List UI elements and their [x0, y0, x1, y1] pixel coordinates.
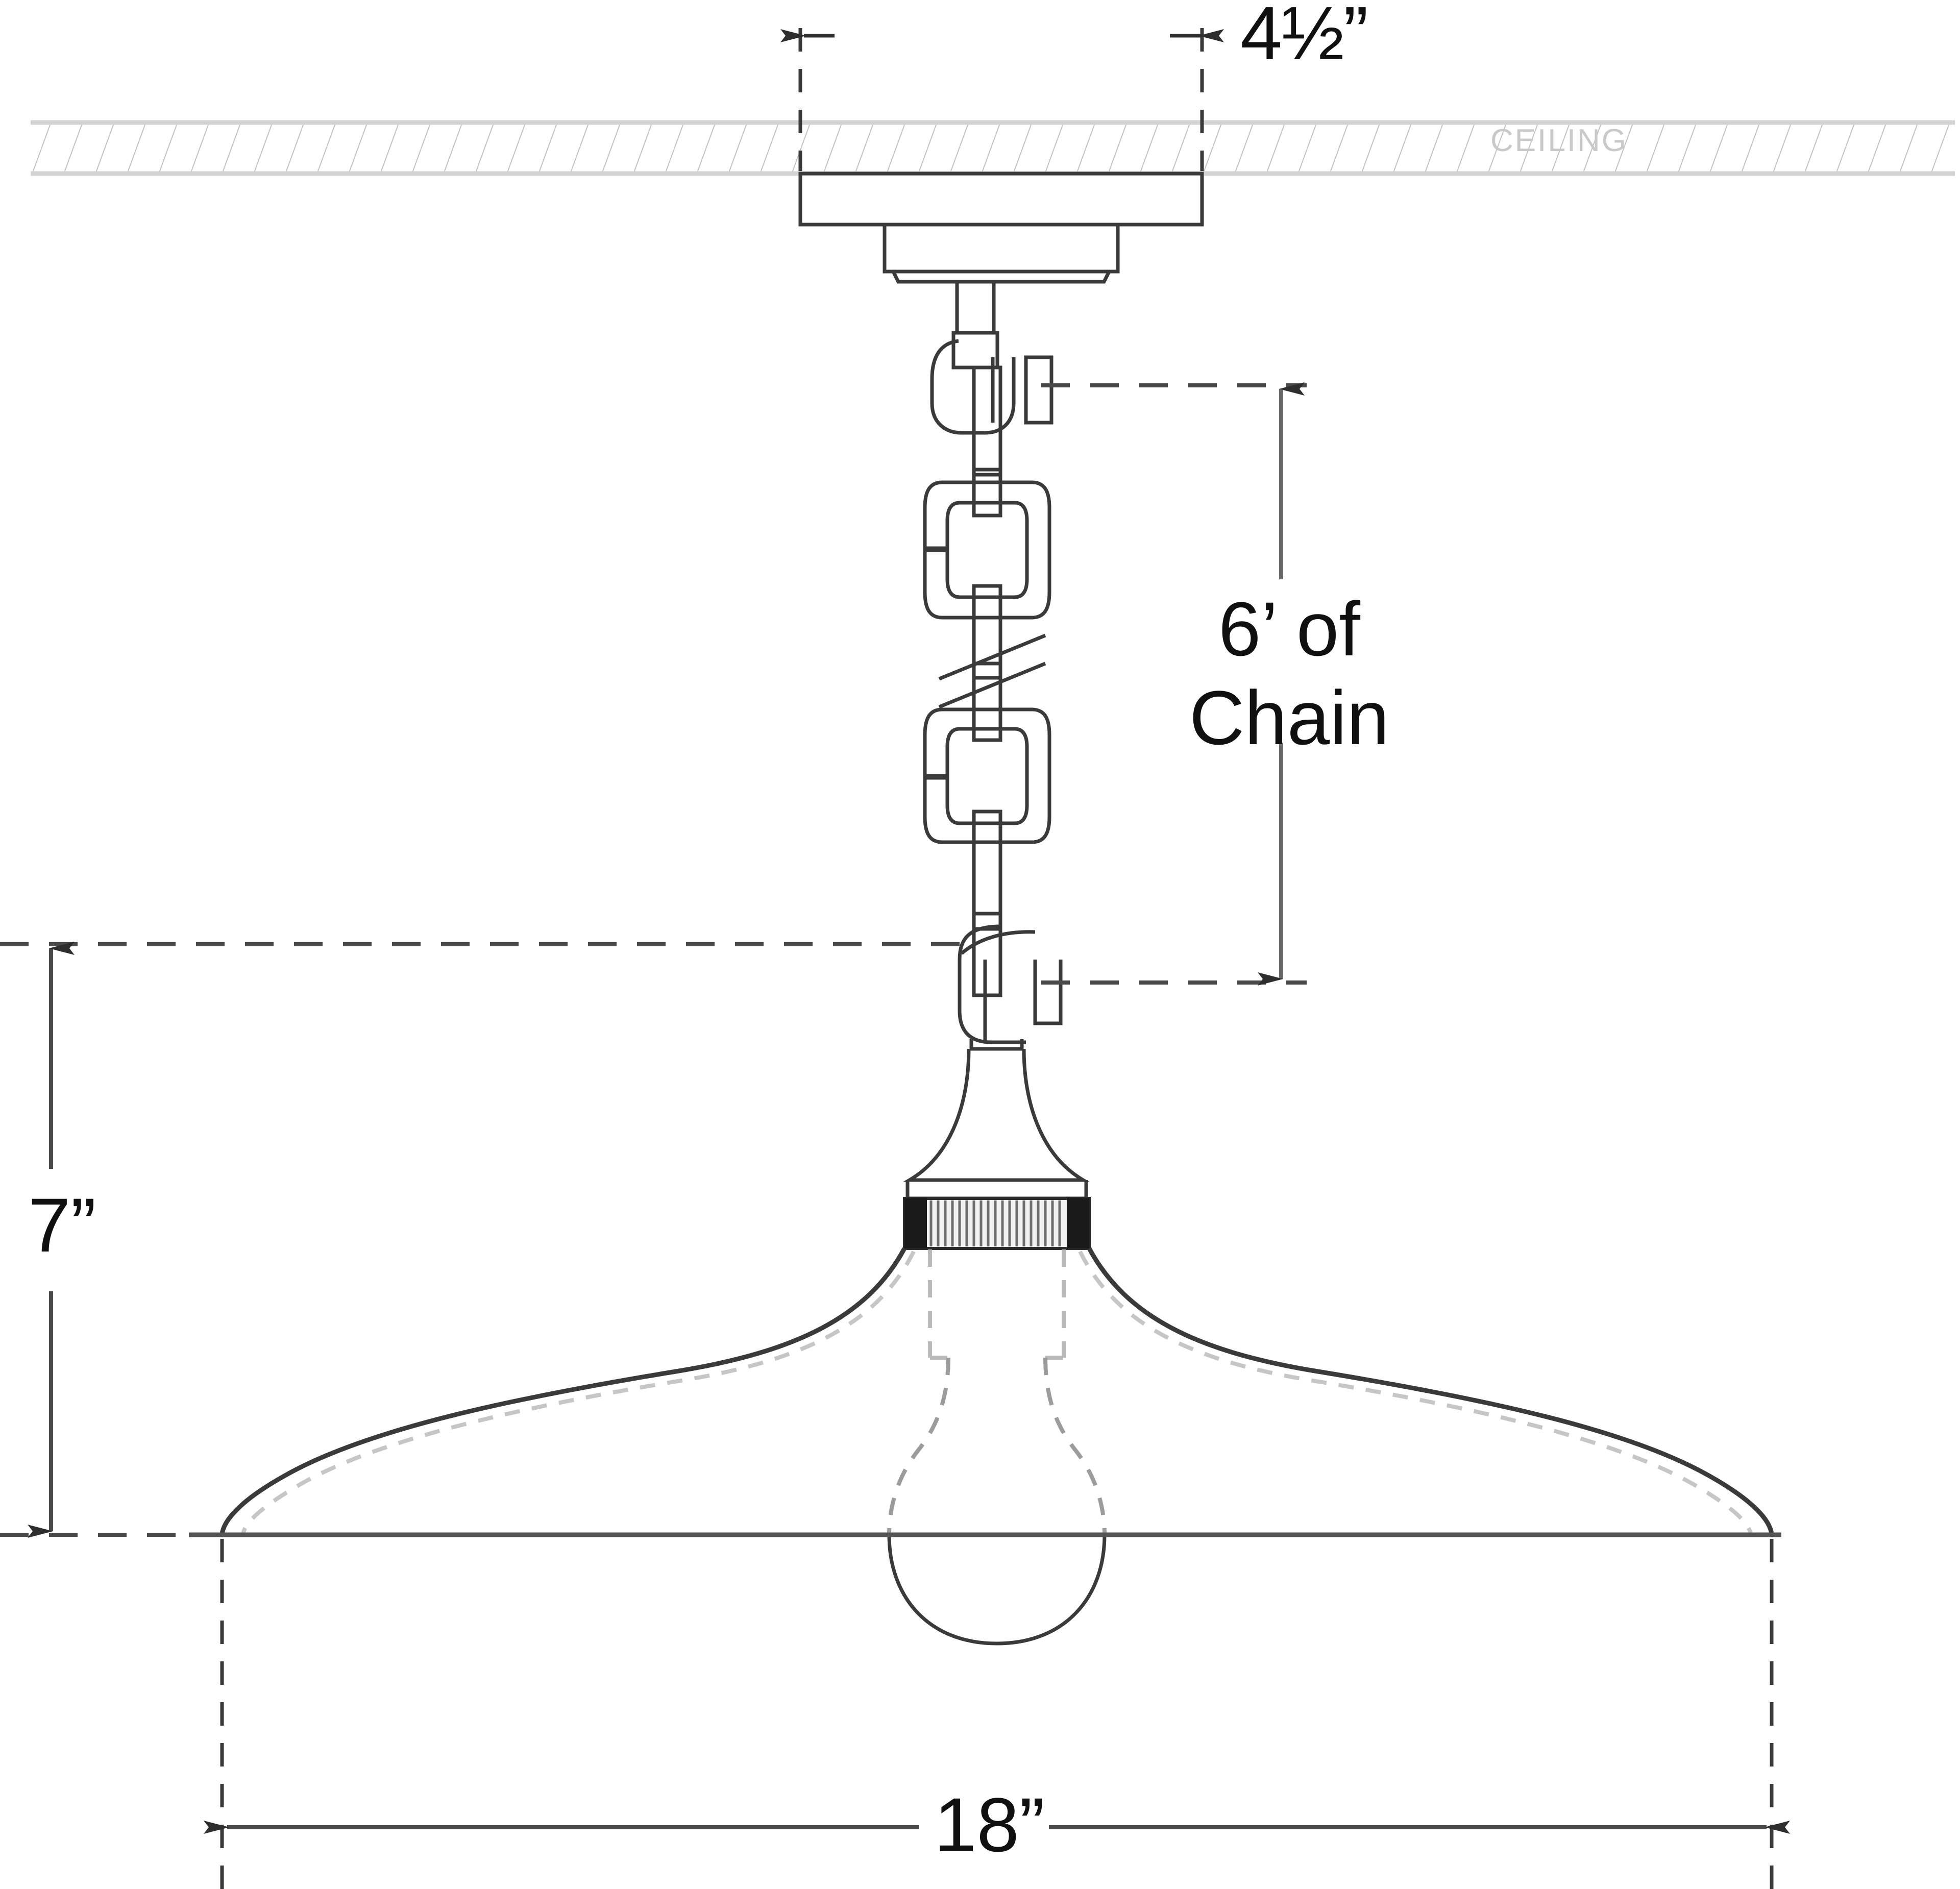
socket-cap — [969, 1039, 1024, 1051]
chain-link-3 — [923, 480, 1051, 620]
ceiling-label: CEILING — [1490, 123, 1628, 158]
knurled-collar — [903, 1197, 1091, 1250]
shade-width-label: 18” — [934, 1782, 1045, 1868]
chain-length-label: 6’ of Chain — [1189, 584, 1389, 762]
shade-width-dimension — [204, 1539, 1790, 1889]
canopy-diameter-label: 4½” — [1240, 0, 1368, 71]
collar-top-flange — [905, 1180, 1088, 1200]
chain-assembly — [923, 339, 1063, 1044]
collar-right-cap — [1067, 1198, 1089, 1248]
shade-inner-left — [241, 1250, 916, 1535]
canopy-diameter-text: 4½” — [1240, 0, 1368, 76]
bulb-neck-right-hidden — [1043, 1357, 1107, 1535]
fixture-height-label: 7” — [28, 1182, 96, 1268]
chain-bar-1 — [972, 365, 1002, 477]
shade-inner-right — [1078, 1250, 1753, 1535]
canopy-coupler — [951, 331, 999, 370]
chain-bar-6 — [972, 912, 1002, 997]
bulb-neck-left-hidden — [887, 1357, 950, 1535]
chain-length-dimension — [1041, 382, 1307, 986]
chain-length-line-1: 6’ of — [1218, 586, 1360, 672]
fixture-height-dimension — [0, 942, 970, 1538]
chain-break-symbol — [938, 633, 1046, 709]
shade-outer-left — [219, 1247, 906, 1535]
ceiling-hatch-fill — [31, 122, 1955, 174]
canopy-nipple — [955, 280, 996, 335]
chain-length-line-2: Chain — [1189, 675, 1389, 760]
shade-assembly — [189, 1247, 1781, 1537]
bulb-globe-visible — [887, 1534, 1107, 1646]
chain-link-5 — [958, 924, 1063, 1044]
chain-bar-3 — [972, 584, 1002, 680]
collar-knurl-lines — [929, 1200, 1061, 1246]
ceiling-assembly — [31, 120, 1955, 176]
chain-link-1 — [930, 339, 1016, 435]
canopy-diameter-dimension — [780, 28, 1224, 171]
chain-bar-2 — [972, 468, 1002, 518]
chain-bar-5 — [972, 809, 1002, 931]
socket-assembly — [903, 1039, 1090, 1200]
chain-link-4 — [923, 707, 1051, 844]
canopy-assembly — [798, 171, 1204, 370]
socket-neck-bell — [903, 1048, 1090, 1182]
canopy-block — [883, 223, 1120, 274]
canopy-lip — [891, 271, 1111, 284]
canopy-plate — [798, 171, 1204, 227]
collar-left-cap — [904, 1198, 927, 1248]
chain-bar-4 — [972, 661, 1002, 742]
light-bulb — [887, 1249, 1107, 1646]
bulb-base-sides — [928, 1249, 1066, 1358]
shade-outer-right — [1087, 1247, 1774, 1535]
